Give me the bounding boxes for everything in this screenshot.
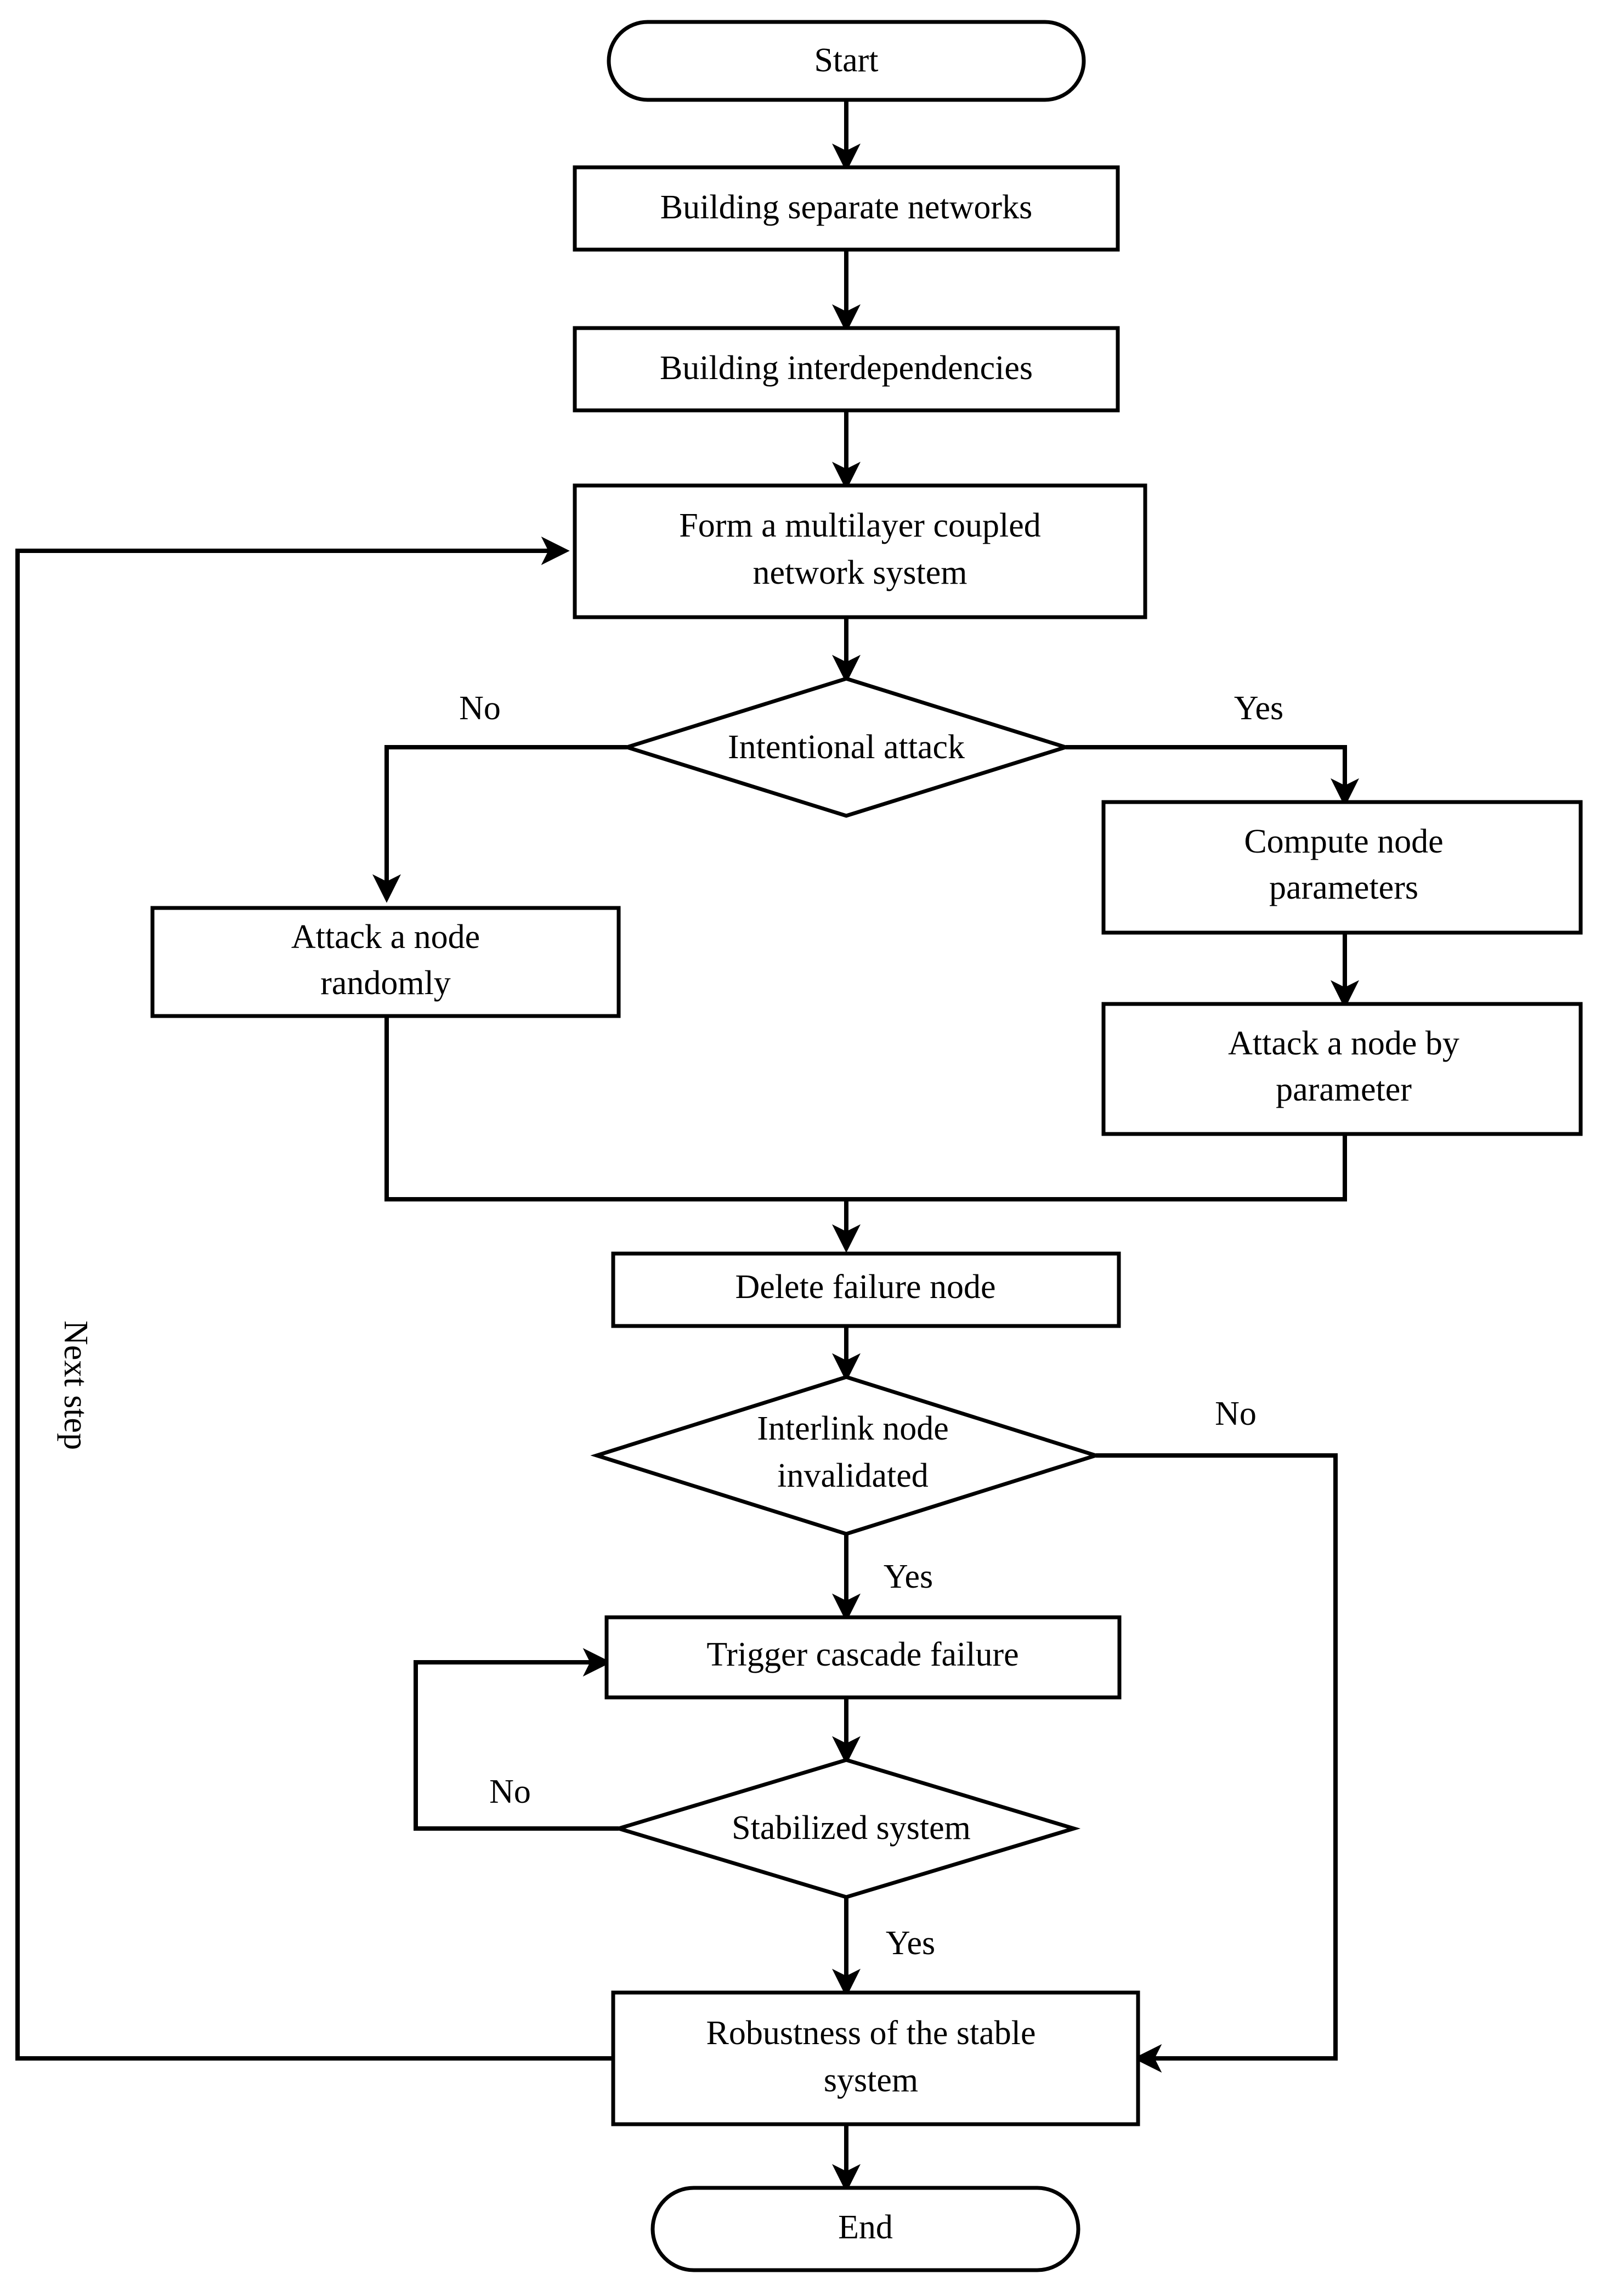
node-intentional-attack-decision [620,676,1072,818]
node-start [607,20,1086,102]
node-end [650,2186,1080,2272]
edge-attack-random-to-merge [384,1016,846,1201]
node-attack-node-by-parameter [1101,1002,1583,1136]
node-trigger-cascade-failure [604,1615,1122,1700]
node-robustness-stable-system-label-line1: Robustness of the stable [706,2015,1036,2052]
edge-label-stabilized-yes: Yes [886,1925,935,1962]
node-start-label: Start [814,42,878,79]
node-robustness-stable-system [611,1990,1140,2126]
node-attack-node-by-parameter-label-line2: parameter [1276,1071,1412,1108]
edge-attack-by-param-to-merge [846,1134,1347,1201]
node-building-interdependencies [573,326,1120,413]
node-compute-node-parameters-label-line1: Compute node [1244,823,1443,860]
node-interlink-node-invalidated-label-line2: invalidated [777,1457,928,1494]
edge-label-intentional-attack-yes: Yes [1234,690,1283,727]
node-form-multilayer-coupled-system-label-line2: network system [753,554,967,591]
node-compute-node-parameters [1101,800,1583,935]
node-end-label: End [838,2209,893,2246]
node-stabilized-system-decision [612,1758,1081,1899]
edge-label-interlink-no: No [1215,1395,1257,1432]
node-intentional-attack-label: Intentional attack [728,729,965,766]
node-attack-node-randomly-label-line1: Attack a node [291,918,480,956]
node-compute-node-parameters-label-line2: parameters [1269,869,1418,906]
edge-next-step-feedback-loop [15,537,613,2061]
node-delete-failure-node-label: Delete failure node [735,1268,995,1306]
edge-label-next-step: Next step [57,1321,94,1450]
edge-interlink-no-to-robustness [1096,1453,1338,2073]
node-building-separate-networks [573,165,1120,252]
node-robustness-stable-system-label-line2: system [824,2062,918,2099]
node-building-interdependencies-label: Building interdependencies [660,349,1033,387]
node-building-separate-networks-label: Building separate networks [660,189,1032,226]
node-delete-failure-node [611,1251,1121,1328]
node-form-multilayer-coupled-system [573,483,1147,619]
node-stabilized-system-label: Stabilized system [732,1809,971,1847]
edge-intentional-attack-no [372,745,627,903]
node-interlink-node-invalidated-label-line1: Interlink node [757,1410,949,1447]
edge-label-stabilized-no: No [489,1773,531,1810]
edge-stabilized-no-to-trigger-cascade [414,1648,619,1831]
node-trigger-cascade-failure-label: Trigger cascade failure [706,1636,1018,1673]
node-attack-node-randomly-label-line2: randomly [320,964,451,1002]
node-attack-node-randomly [150,906,621,1018]
node-form-multilayer-coupled-system-label-line1: Form a multilayer coupled [679,507,1040,544]
edge-label-intentional-attack-no: No [459,690,501,727]
edge-intentional-attack-yes [1066,745,1359,807]
node-attack-node-by-parameter-label-line1: Attack a node by [1228,1025,1459,1062]
node-interlink-node-invalidated-decision [590,1375,1102,1536]
edge-label-interlink-yes: Yes [884,1558,933,1595]
